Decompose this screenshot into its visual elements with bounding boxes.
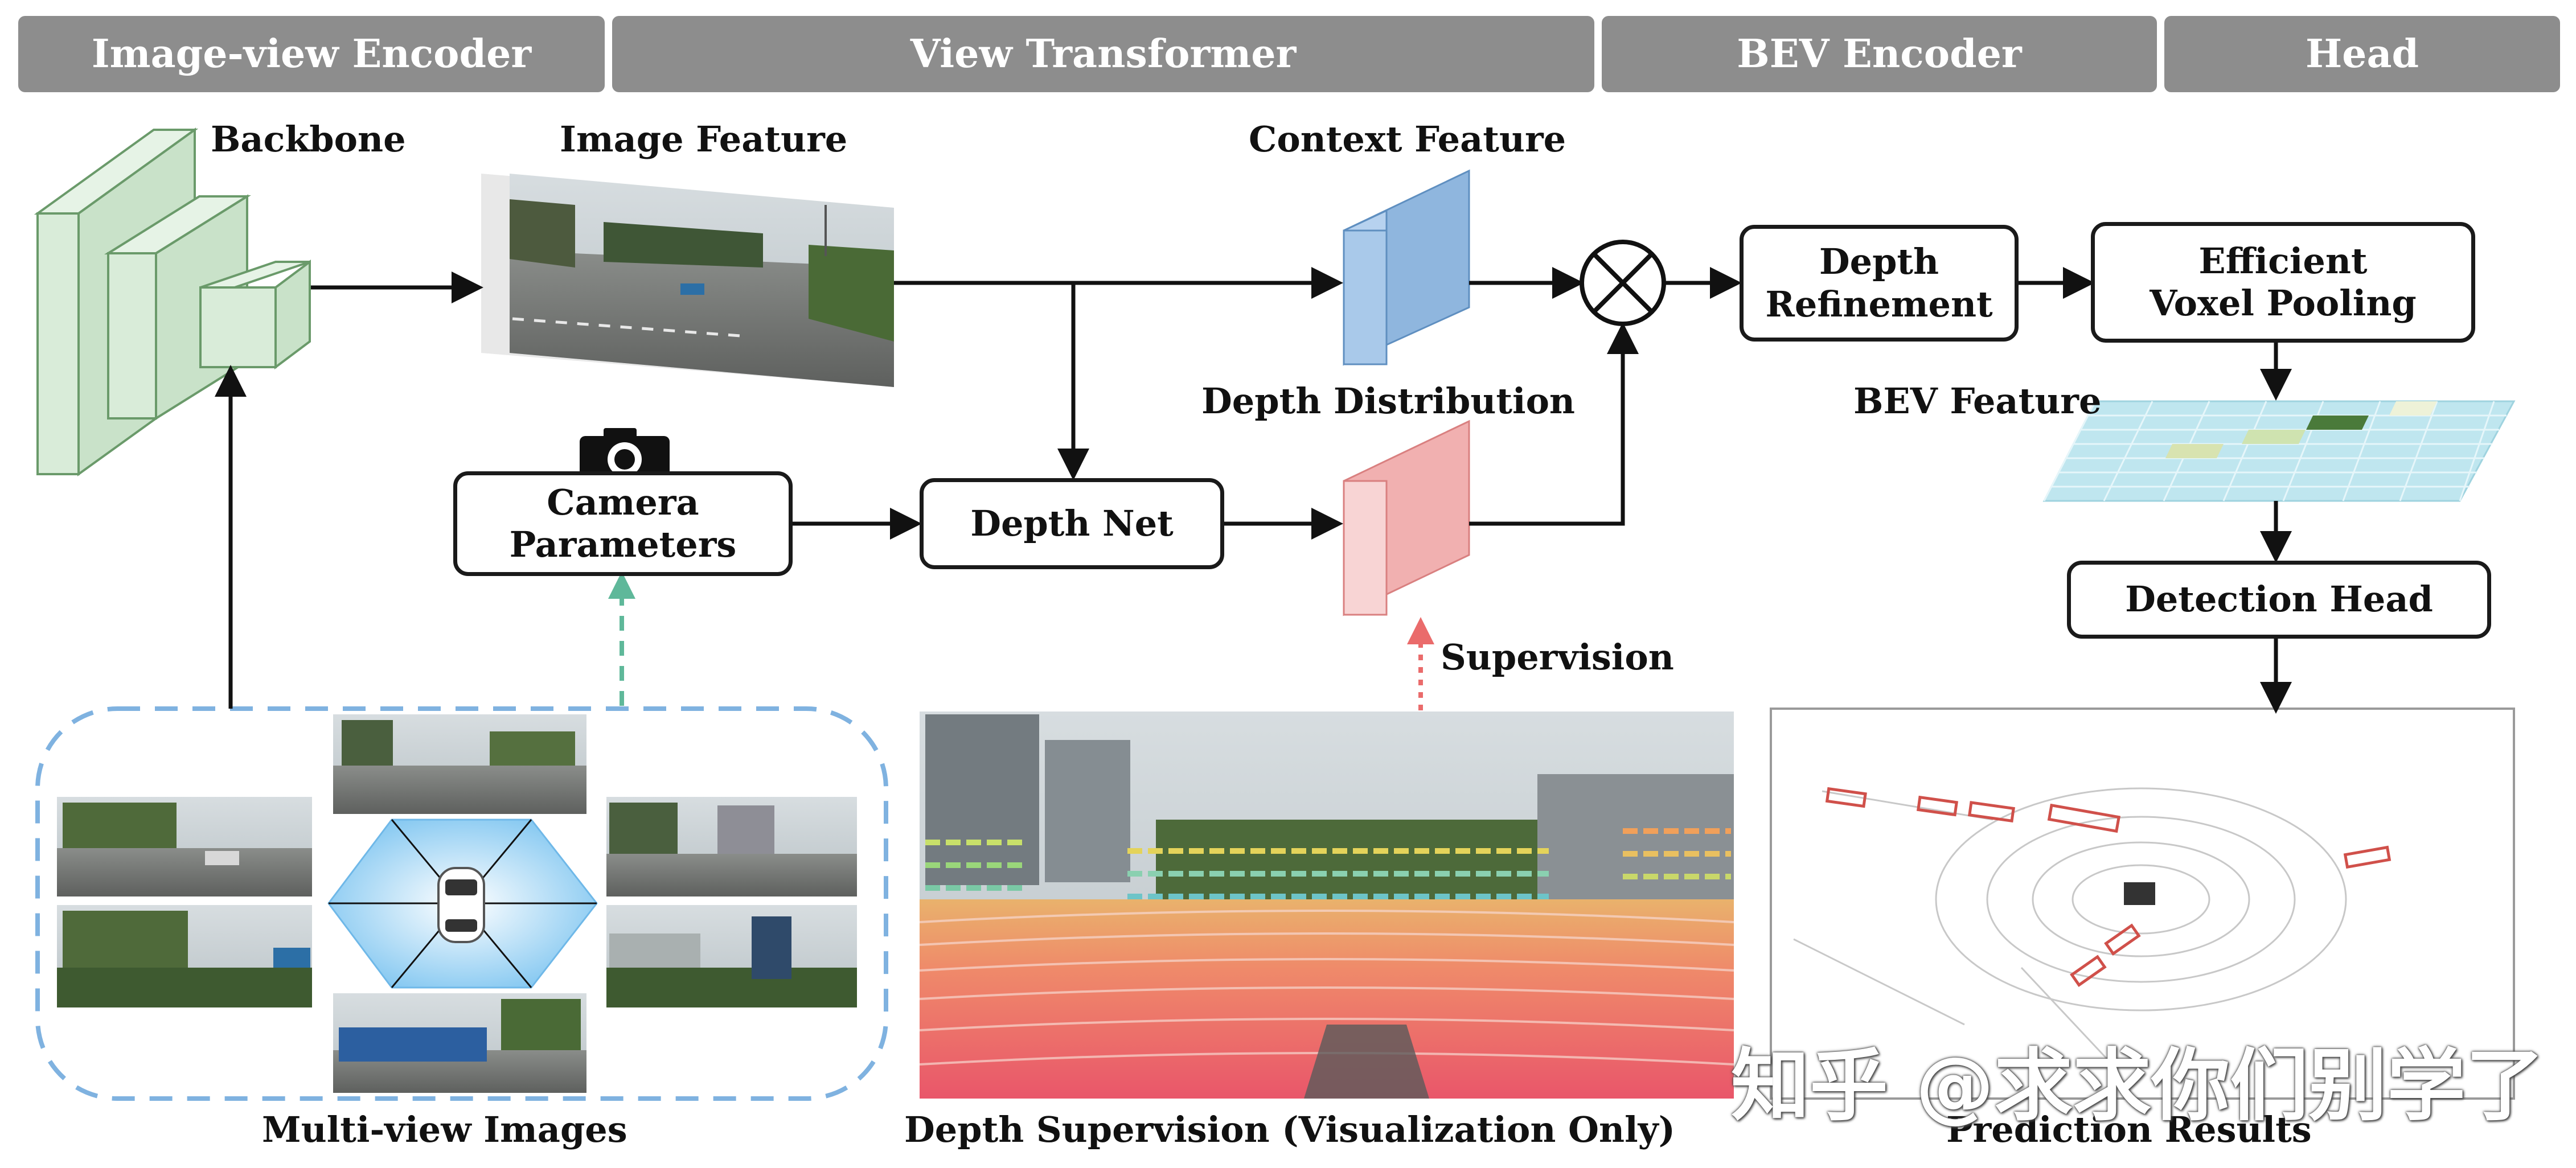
depth-net-box: Depth Net (920, 478, 1224, 569)
backbone-blocks (34, 128, 311, 476)
depth-supervision-photo (919, 712, 1734, 1099)
depth-refinement-line-2: Refinement (1765, 283, 1993, 325)
depth-distribution-label: Depth Distribution (1201, 380, 1575, 422)
camera-parameters-line-1: Camera (547, 481, 699, 523)
bev-feature-grid (2042, 400, 2516, 502)
multi-view-container (35, 706, 888, 1101)
depth-distribution-block (1343, 420, 1470, 616)
efficient-voxel-pooling-line-1: Efficient (2198, 240, 2368, 282)
multi-view-thumbnails (57, 714, 857, 1093)
image-feature-photo (481, 174, 894, 387)
prediction-results-label: Prediction Results (1946, 1109, 2312, 1150)
header-head: Head (2164, 16, 2560, 92)
context-feature-label: Context Feature (1249, 118, 1566, 160)
header-view-transformer: View Transformer (612, 16, 1594, 92)
context-feature-block (1343, 169, 1470, 366)
supervision-label: Supervision (1441, 636, 1674, 678)
depth-refinement-line-1: Depth (1819, 241, 1939, 283)
backbone-label: Backbone (211, 118, 406, 160)
multi-view-images-label: Multi-view Images (262, 1109, 627, 1150)
zhihu-watermark: 知乎 @求求你们别学了 (1731, 1040, 2545, 1132)
depth-supervision-label: Depth Supervision (Visualization Only) (904, 1109, 1675, 1150)
car-icon (437, 867, 485, 943)
header-image-view-encoder: Image-view Encoder (18, 16, 605, 92)
multiply-operator-icon (1580, 240, 1666, 326)
image-feature-label: Image Feature (560, 118, 848, 160)
camera-parameters-line-2: Parameters (509, 524, 737, 565)
header-bev-encoder: BEV Encoder (1602, 16, 2157, 92)
camera-rig-hexagon (327, 819, 598, 989)
prediction-results-panel (1770, 708, 2515, 1100)
flow-arrows (215, 267, 2292, 714)
bev-feature-label: BEV Feature (1853, 380, 2102, 422)
detection-head-box: Detection Head (2067, 561, 2491, 639)
efficient-voxel-pooling-line-2: Voxel Pooling (2150, 282, 2417, 324)
